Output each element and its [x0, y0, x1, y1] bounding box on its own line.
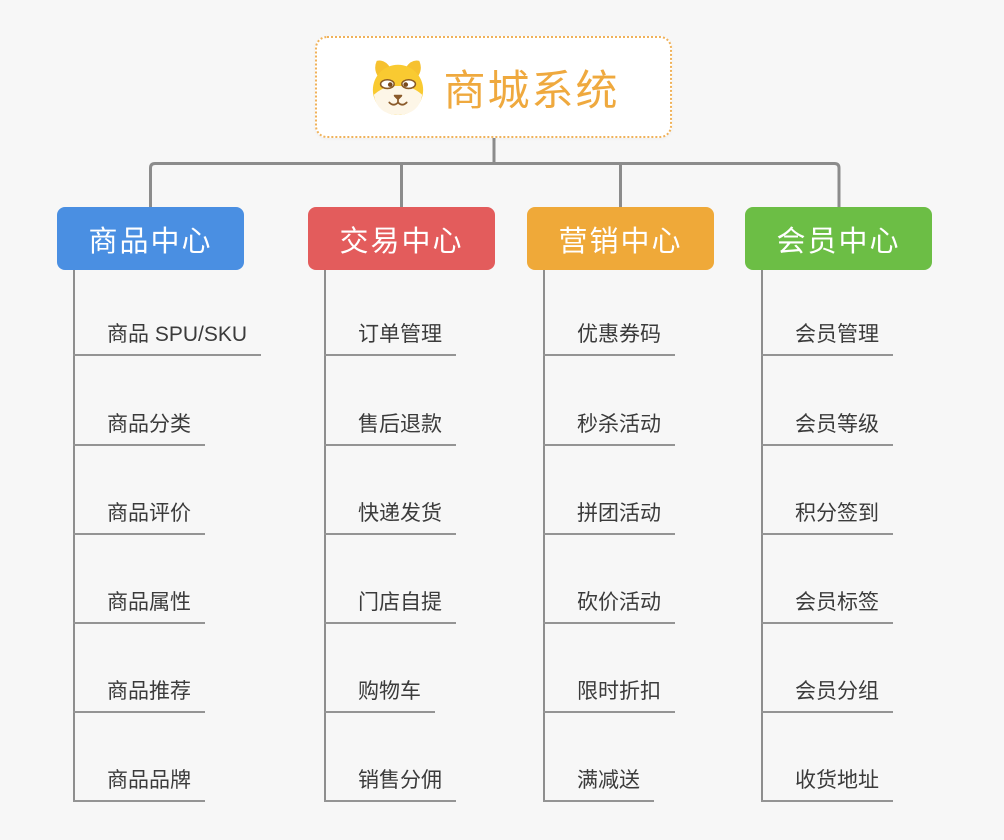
branch-trunk-line — [324, 270, 326, 802]
mindmap-item[interactable]: 商品 SPU/SKU — [73, 322, 262, 356]
mindmap-item[interactable]: 商品分类 — [73, 412, 205, 446]
root-branch-connectors — [149, 138, 841, 208]
mindmap-item[interactable]: 收货地址 — [761, 768, 893, 802]
branch-header-1[interactable]: 交易中心 — [308, 207, 495, 270]
mindmap-item[interactable]: 优惠券码 — [543, 322, 675, 356]
mindmap-item[interactable]: 会员等级 — [761, 412, 893, 446]
mindmap-item[interactable]: 积分签到 — [761, 501, 893, 535]
mindmap-item[interactable]: 订单管理 — [324, 322, 456, 356]
branch-trunk-line — [761, 270, 763, 802]
mindmap-item[interactable]: 快递发货 — [324, 501, 456, 535]
mindmap-item[interactable]: 售后退款 — [324, 412, 456, 446]
mindmap-item[interactable]: 会员分组 — [761, 679, 893, 713]
mindmap-item[interactable]: 商品评价 — [73, 501, 205, 535]
mindmap-item[interactable]: 砍价活动 — [543, 590, 675, 624]
branch-header-3[interactable]: 会员中心 — [745, 207, 932, 270]
mindmap-item[interactable]: 满减送 — [543, 768, 654, 802]
mindmap-item[interactable]: 门店自提 — [324, 590, 456, 624]
root-node[interactable]: 商城系统 — [315, 36, 672, 138]
mindmap-item[interactable]: 拼团活动 — [543, 501, 675, 535]
mindmap-item[interactable]: 限时折扣 — [543, 679, 675, 713]
branch-header-2[interactable]: 营销中心 — [527, 207, 714, 270]
branch-trunk-line — [543, 270, 545, 802]
mindmap-item[interactable]: 销售分佣 — [324, 768, 456, 802]
dog-face-icon — [373, 60, 424, 116]
branch-header-0[interactable]: 商品中心 — [57, 207, 244, 270]
mindmap-item[interactable]: 商品品牌 — [73, 768, 205, 802]
mindmap-item[interactable]: 秒杀活动 — [543, 412, 675, 446]
mindmap-item[interactable]: 会员管理 — [761, 322, 893, 356]
branch-trunk-line — [73, 270, 75, 802]
root-title: 商城系统 — [443, 66, 620, 114]
mindmap-item[interactable]: 商品推荐 — [73, 679, 205, 713]
mindmap-item[interactable]: 商品属性 — [73, 590, 205, 624]
mindmap-item[interactable]: 会员标签 — [761, 590, 893, 624]
mindmap-item[interactable]: 购物车 — [324, 679, 435, 713]
